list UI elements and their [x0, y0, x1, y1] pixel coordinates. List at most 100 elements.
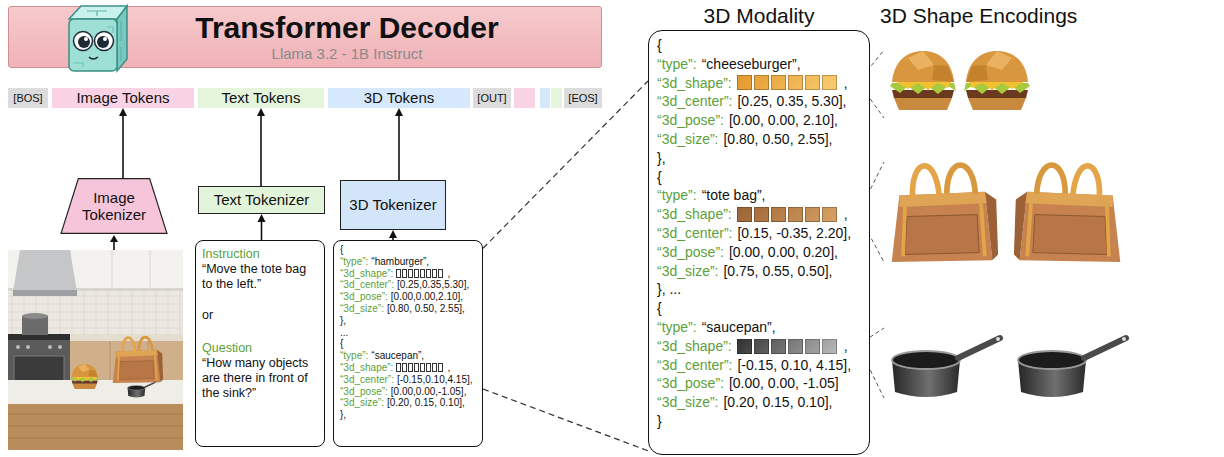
json-brace: }, — [340, 315, 346, 327]
tokenizer-trapezoid: Image Tokenizer — [60, 178, 168, 234]
arrow-line — [113, 242, 115, 250]
shape-encoding — [737, 339, 839, 354]
drawing-path — [89, 57, 98, 59]
connector-line — [261, 221, 263, 240]
placeholder-glyph — [408, 269, 413, 278]
placeholder-glyph — [426, 363, 431, 372]
json-line: “3d_size”:[0.20, 0.15, 0.10], — [657, 393, 832, 412]
arrow-connector — [258, 214, 266, 240]
json-value: [0.00, 0.00, 0.20], — [729, 243, 838, 262]
json-line: “3d_shape”:, — [340, 362, 450, 374]
tokenizer-box: 3D Tokenizer — [340, 180, 446, 230]
node-content: 3D Tokenizer — [345, 196, 441, 214]
drawing-rect — [69, 19, 117, 71]
encoding-square — [805, 75, 820, 90]
encoding-square — [788, 75, 803, 90]
section-label: 3D Shape Encodings — [880, 4, 1077, 28]
encoding-square — [754, 207, 769, 222]
json-value: , — [844, 337, 848, 356]
node-label: Image Tokens — [54, 88, 192, 108]
node-label: “How many objects are there in front of … — [202, 356, 318, 401]
json-line: “3d_size”:[0.80, 0.50, 2.55], — [340, 303, 465, 315]
placeholder-glyphs — [396, 363, 444, 372]
json-value: [0.80, 0.50, 2.55], — [723, 130, 832, 149]
node-label: [BOS] — [10, 88, 46, 108]
placeholder-glyphs — [396, 269, 444, 278]
modality-panel: {“type”:“cheeseburger”,“3d_shape”:,“3d_c… — [648, 30, 870, 455]
json-line: “type”:“saucepan”, — [340, 350, 424, 362]
node-label: Text Tokenizer — [203, 191, 320, 209]
json-value: , — [447, 362, 450, 374]
drawing-circle — [84, 37, 88, 41]
json-line: }, — [340, 409, 346, 421]
special-token: [EOS] — [564, 88, 602, 108]
arrow-head — [110, 235, 118, 242]
json-value: [0.00, 0.00, 2.10], — [729, 111, 838, 130]
node-content: [BOS] — [10, 88, 46, 108]
json-line: }, — [340, 315, 346, 327]
json-key: “3d_center”: — [657, 356, 732, 375]
json-key: “3d_size”: — [657, 393, 718, 412]
drawing-ellipse — [22, 313, 48, 319]
arrow-connector — [389, 230, 397, 240]
json-line: “3d_shape”:, — [657, 74, 848, 93]
encoding-square — [788, 207, 803, 222]
json-line: { — [340, 338, 343, 350]
decoder-title: Transformer Decoder — [99, 11, 595, 45]
json-value: “hamburger”, — [371, 256, 429, 268]
panel-heading: 3D Modality — [649, 4, 869, 28]
encoding-square — [737, 339, 752, 354]
json-key: “3d_center”: — [340, 279, 394, 291]
json-line: “type”:“hamburger”, — [340, 256, 429, 268]
tokenizer-box: Text Tokenizer — [198, 186, 325, 214]
json-key: “3d_shape”: — [657, 337, 732, 356]
placeholder-glyph — [396, 363, 401, 372]
placeholder-glyph — [414, 269, 419, 278]
json-value: [0.00,0.00,-1.05], — [391, 386, 467, 398]
encoding-square — [822, 339, 837, 354]
json-value: [-0.15, 0.10, 4.15], — [737, 356, 851, 375]
json-brace: { — [340, 338, 343, 350]
connector-line — [398, 115, 400, 180]
drawing-rect — [13, 290, 77, 296]
node-label: 3D Tokenizer — [345, 196, 441, 214]
json-line: “type”:“saucepan”, — [657, 318, 776, 337]
json-line: “type”:“cheeseburger”, — [657, 55, 801, 74]
json-value: , — [844, 205, 848, 224]
json-key: “3d_pose”: — [657, 111, 724, 130]
json-line: “3d_shape”:, — [340, 268, 450, 280]
node-content: Image Tokenizer — [78, 189, 150, 223]
json-value: [0.15, -0.35, 2.20], — [737, 224, 851, 243]
drawing-use — [892, 165, 998, 262]
drawing-use — [71, 364, 99, 389]
encoding-square — [822, 207, 837, 222]
json-line: “3d_center”: [-0.15, 0.10, 4.15], — [657, 356, 851, 375]
node-content: [OUT] — [475, 88, 509, 108]
json-line: “3d_pose”:[0.00,0.00,-1.05], — [340, 386, 466, 398]
shape-encoding — [737, 207, 839, 222]
json-brace: { — [657, 299, 662, 318]
json-key: “type”: — [340, 256, 368, 268]
placeholder-glyph — [432, 269, 437, 278]
node-content: {“type”:“hamburger”,“3d_shape”:,“3d_cent… — [340, 244, 476, 421]
node-label: Text Tokens — [200, 88, 322, 108]
drawing-circle — [26, 345, 30, 349]
node-content: 3D Tokens — [330, 88, 468, 108]
node-content: Transformer DecoderLlama 3.2 - 1B Instru… — [99, 11, 595, 63]
json-value: [-0.15,0.10,4.15], — [397, 374, 473, 386]
placeholder-glyph — [438, 363, 443, 372]
json-line: ... — [340, 327, 348, 339]
encoding-square — [754, 339, 769, 354]
node-label: 3D Tokens — [330, 88, 468, 108]
encoding-square — [754, 75, 769, 90]
token-block: 3D Tokens — [328, 88, 470, 108]
placeholder-glyph — [402, 363, 407, 372]
drawing-use — [1014, 165, 1120, 262]
json-brace: ... — [340, 327, 348, 339]
connector-line — [260, 115, 262, 186]
node-label: Image Tokenizer — [78, 189, 150, 223]
json-value: “saucepan”, — [702, 318, 776, 337]
mascot-icon — [61, 1, 131, 75]
